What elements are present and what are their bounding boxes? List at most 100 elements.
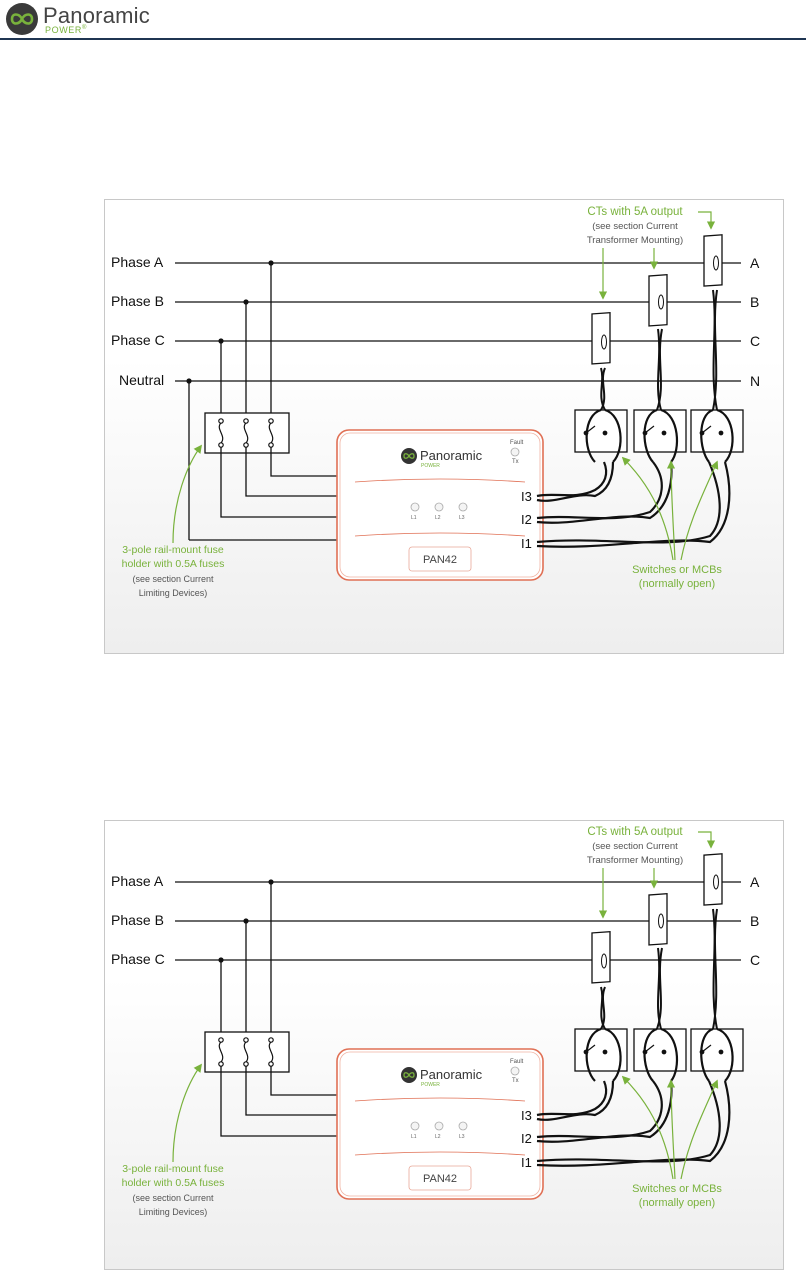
fuse-note-line3: (see section Current xyxy=(132,574,214,584)
logo-subtitle: POWER® xyxy=(45,25,88,35)
switch-box-1 xyxy=(574,1028,628,1072)
switch-note-line1: Switches or MCBs xyxy=(632,564,722,576)
fuse-holder xyxy=(204,1031,290,1073)
ct-phase-a xyxy=(703,853,723,906)
fault-led-icon xyxy=(510,447,520,457)
l1-led-icon xyxy=(410,1121,420,1131)
device-model: PAN42 xyxy=(423,554,457,566)
ct-note-sub2: Transformer Mounting) xyxy=(587,855,683,866)
switch-boxes xyxy=(574,1027,744,1082)
fuse-note-line2: holder with 0.5A fuses xyxy=(122,1177,225,1189)
led-label-l1: L1 xyxy=(411,1134,417,1140)
ct-note-arrows xyxy=(598,831,716,919)
l3-led-icon xyxy=(458,502,468,512)
ct-terminal-i3: I3 xyxy=(521,1108,532,1123)
header-divider xyxy=(0,38,806,40)
switch-box-1 xyxy=(574,409,628,453)
l2-led-icon xyxy=(434,1121,444,1131)
phase-c-label: Phase C xyxy=(111,951,165,967)
fuse-note-line4: Limiting Devices) xyxy=(139,1207,208,1217)
line-end-c: C xyxy=(750,952,760,968)
fuse-holder xyxy=(204,412,290,454)
line-end-n: N xyxy=(750,373,760,389)
ct-phase-a xyxy=(703,234,723,287)
ct-phase-b xyxy=(648,893,668,946)
phase-b-label: Phase B xyxy=(111,293,164,309)
pan42-device: Panoramic POWER Fault Tx L1 L2 L3 PAN42 … xyxy=(336,1048,544,1200)
ct-terminal-i2: I2 xyxy=(521,512,532,527)
ct-phase-b xyxy=(648,274,668,327)
phase-leds xyxy=(410,502,468,512)
led-label-l2: L2 xyxy=(435,1134,441,1140)
switch-box-2 xyxy=(633,1028,687,1072)
pan42-device: Panoramic POWER Fault Tx L1 L2 L3 PAN42 … xyxy=(336,429,544,581)
phase-leds xyxy=(410,1121,468,1131)
ct-terminal-i3: I3 xyxy=(521,489,532,504)
fuse-note-arrow xyxy=(172,1063,202,1163)
fault-label: Fault xyxy=(510,440,524,446)
switch-box-2 xyxy=(633,409,687,453)
ct-note-sub1: (see section Current xyxy=(592,841,678,852)
ct-note-sub1: (see section Current xyxy=(592,221,678,232)
led-label-l1: L1 xyxy=(411,515,417,521)
l2-led-icon xyxy=(434,502,444,512)
switch-note-line2: (normally open) xyxy=(639,578,715,590)
wiring-diagram-svg: Phase A Phase B Phase C Neutral A B C N xyxy=(111,206,760,598)
wiring-diagram-with-neutral: Phase A Phase B Phase C Neutral A B C N xyxy=(104,199,784,654)
neutral-label: Neutral xyxy=(119,372,164,388)
switch-note-line2: (normally open) xyxy=(639,1197,715,1209)
junction-dots xyxy=(186,260,274,384)
ct-leads xyxy=(600,289,718,411)
fuse-note-line2: holder with 0.5A fuses xyxy=(122,558,225,570)
current-transformers xyxy=(591,234,723,365)
phase-a-label: Phase A xyxy=(111,254,164,270)
ct-leads xyxy=(600,908,718,1030)
phase-b-label: Phase B xyxy=(111,912,164,928)
device-supply-wires xyxy=(220,1066,341,1137)
device-brand: Panoramic xyxy=(420,1067,483,1082)
ct-note-title: CTs with 5A output xyxy=(587,826,683,838)
tx-label: Tx xyxy=(512,459,519,465)
switch-note-line1: Switches or MCBs xyxy=(632,1183,722,1195)
page-header: Panoramic POWER® xyxy=(0,0,806,42)
ct-note-title: CTs with 5A output xyxy=(587,206,683,218)
switch-boxes xyxy=(574,408,744,463)
ct-terminal-i2: I2 xyxy=(521,1131,532,1146)
fault-label: Fault xyxy=(510,1059,524,1065)
ct-terminal-i1: I1 xyxy=(521,1155,532,1170)
led-label-l3: L3 xyxy=(459,515,465,521)
ct-twisted-pairs xyxy=(536,461,731,548)
ct-phase-c xyxy=(591,930,611,984)
fuse-note-line3: (see section Current xyxy=(132,1193,214,1203)
fuse-note-line1: 3-pole rail-mount fuse xyxy=(122,1163,224,1175)
led-label-l3: L3 xyxy=(459,1134,465,1140)
ct-note-sub2: Transformer Mounting) xyxy=(587,235,683,246)
l3-led-icon xyxy=(458,1121,468,1131)
logo-title: Panoramic xyxy=(43,3,150,28)
device-brand: Panoramic xyxy=(420,448,483,463)
junction-dots xyxy=(218,879,274,963)
fuse-taps xyxy=(220,882,272,1045)
tx-label: Tx xyxy=(512,1078,519,1084)
led-label-l2: L2 xyxy=(435,515,441,521)
phase-a-label: Phase A xyxy=(111,873,164,889)
device-logo-icon xyxy=(401,448,417,464)
fuse-taps xyxy=(188,263,272,540)
fuse-note-line1: 3-pole rail-mount fuse xyxy=(122,544,224,556)
device-brand-sub: POWER xyxy=(421,1082,440,1088)
ct-twisted-pairs xyxy=(536,1080,731,1167)
device-supply-wires xyxy=(189,447,341,541)
ct-phase-c xyxy=(591,311,611,365)
device-logo-icon xyxy=(401,1067,417,1083)
current-transformers xyxy=(591,853,723,984)
wiring-diagram-without-neutral: Phase A Phase B Phase C A B C L1 L2 L3 N xyxy=(104,820,784,1270)
phase-c-label: Phase C xyxy=(111,332,165,348)
line-end-c: C xyxy=(750,333,760,349)
switch-note-arrows xyxy=(621,1075,719,1180)
infinity-logo-icon xyxy=(6,3,38,35)
wiring-diagram-svg-2: Phase A Phase B Phase C A B C L1 L2 L3 N xyxy=(111,826,760,1217)
device-model: PAN42 xyxy=(423,1173,457,1185)
switch-box-3 xyxy=(690,1028,744,1072)
fuse-note-line4: Limiting Devices) xyxy=(139,588,208,598)
l1-led-icon xyxy=(410,502,420,512)
